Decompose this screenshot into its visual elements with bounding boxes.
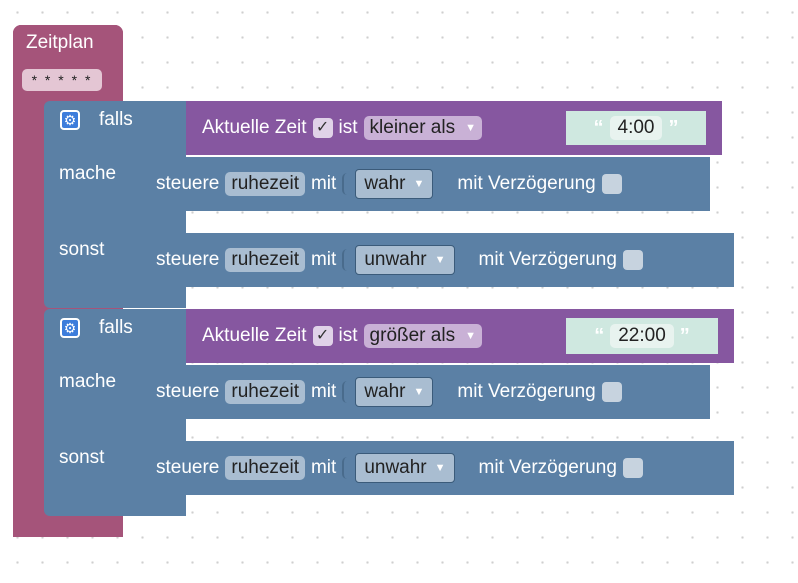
target-field[interactable]: ruhezeit (225, 172, 305, 196)
chevron-down-icon: ▼ (413, 386, 425, 398)
do-label: mache (59, 371, 117, 392)
delay-checkbox[interactable] (601, 382, 622, 402)
cron-field[interactable]: * * * * * (22, 69, 102, 91)
else-label: sonst (59, 239, 105, 260)
chevron-down-icon: ▼ (465, 330, 476, 342)
comparator-dropdown[interactable]: kleiner als ▼ (363, 116, 482, 140)
value-text: wahr (364, 173, 406, 194)
with-label: mit (310, 457, 337, 478)
else-label: sonst (59, 447, 105, 468)
action-label: steuere (156, 173, 220, 194)
gear-icon[interactable]: ⚙ (60, 110, 80, 130)
delay-checkbox[interactable] (622, 250, 643, 270)
value-dropdown[interactable]: unwahr ▼ (355, 245, 455, 275)
schedule-footer (13, 519, 123, 537)
close-quote-icon: ” (668, 116, 679, 139)
time-field[interactable]: 4:00 (609, 116, 663, 140)
check-icon[interactable]: ✓ (312, 118, 333, 138)
comparator-value: kleiner als (369, 117, 456, 138)
with-label: mit (310, 249, 337, 270)
with-label: mit (310, 381, 337, 402)
condition-row: Aktuelle Zeit ✓ ist kleiner als ▼ (186, 101, 482, 155)
condition-prefix: Aktuelle Zeit (202, 325, 307, 346)
value-socket (342, 381, 347, 403)
delay-checkbox[interactable] (601, 174, 622, 194)
target-field[interactable]: ruhezeit (225, 248, 305, 272)
time-literal-block[interactable]: “ 4:00 ” (566, 111, 706, 145)
action-label: steuere (156, 249, 220, 270)
delay-label: mit Verzögerung (478, 249, 617, 270)
with-label: mit (310, 173, 337, 194)
value-dropdown[interactable]: wahr ▼ (355, 169, 434, 199)
time-field[interactable]: 22:00 (610, 324, 674, 348)
condition-row: Aktuelle Zeit ✓ ist größer als ▼ (186, 309, 482, 363)
else-row: steuere ruhezeit mit unwahr ▼ mit Verzög… (142, 233, 643, 287)
delay-label: mit Verzögerung (457, 381, 596, 402)
chevron-down-icon: ▼ (465, 122, 476, 134)
gear-icon[interactable]: ⚙ (60, 318, 80, 338)
delay-label: mit Verzögerung (478, 457, 617, 478)
check-icon[interactable]: ✓ (312, 326, 333, 346)
chevron-down-icon: ▼ (434, 462, 446, 474)
do-label: mache (59, 163, 117, 184)
time-literal-block[interactable]: “ 22:00 ” (566, 318, 718, 354)
value-dropdown[interactable]: unwahr ▼ (355, 453, 455, 483)
value-socket (342, 249, 347, 271)
if-label: falls (99, 109, 133, 130)
is-label: ist (338, 325, 358, 346)
value-socket (342, 457, 347, 479)
close-quote-icon: ” (679, 324, 690, 347)
delay-label: mit Verzögerung (457, 173, 596, 194)
open-quote-icon: “ (594, 324, 605, 347)
action-label: steuere (156, 457, 220, 478)
do-row: steuere ruhezeit mit wahr ▼ mit Verzöger… (142, 365, 622, 419)
value-text: unwahr (364, 457, 427, 478)
target-field[interactable]: ruhezeit (225, 380, 305, 404)
condition-prefix: Aktuelle Zeit (202, 117, 307, 138)
value-dropdown[interactable]: wahr ▼ (355, 377, 434, 407)
comparator-dropdown[interactable]: größer als ▼ (363, 324, 482, 348)
value-socket (342, 173, 347, 195)
action-label: steuere (156, 381, 220, 402)
comparator-value: größer als (369, 325, 456, 346)
schedule-label: Zeitplan (26, 32, 94, 53)
value-text: unwahr (364, 249, 427, 270)
chevron-down-icon: ▼ (413, 178, 425, 190)
target-field[interactable]: ruhezeit (225, 456, 305, 480)
if-label: falls (99, 317, 133, 338)
value-text: wahr (364, 381, 406, 402)
chevron-down-icon: ▼ (434, 254, 446, 266)
delay-checkbox[interactable] (622, 458, 643, 478)
do-row: steuere ruhezeit mit wahr ▼ mit Verzöger… (142, 157, 622, 211)
open-quote-icon: “ (593, 116, 604, 139)
is-label: ist (338, 117, 358, 138)
else-row: steuere ruhezeit mit unwahr ▼ mit Verzög… (142, 441, 643, 495)
